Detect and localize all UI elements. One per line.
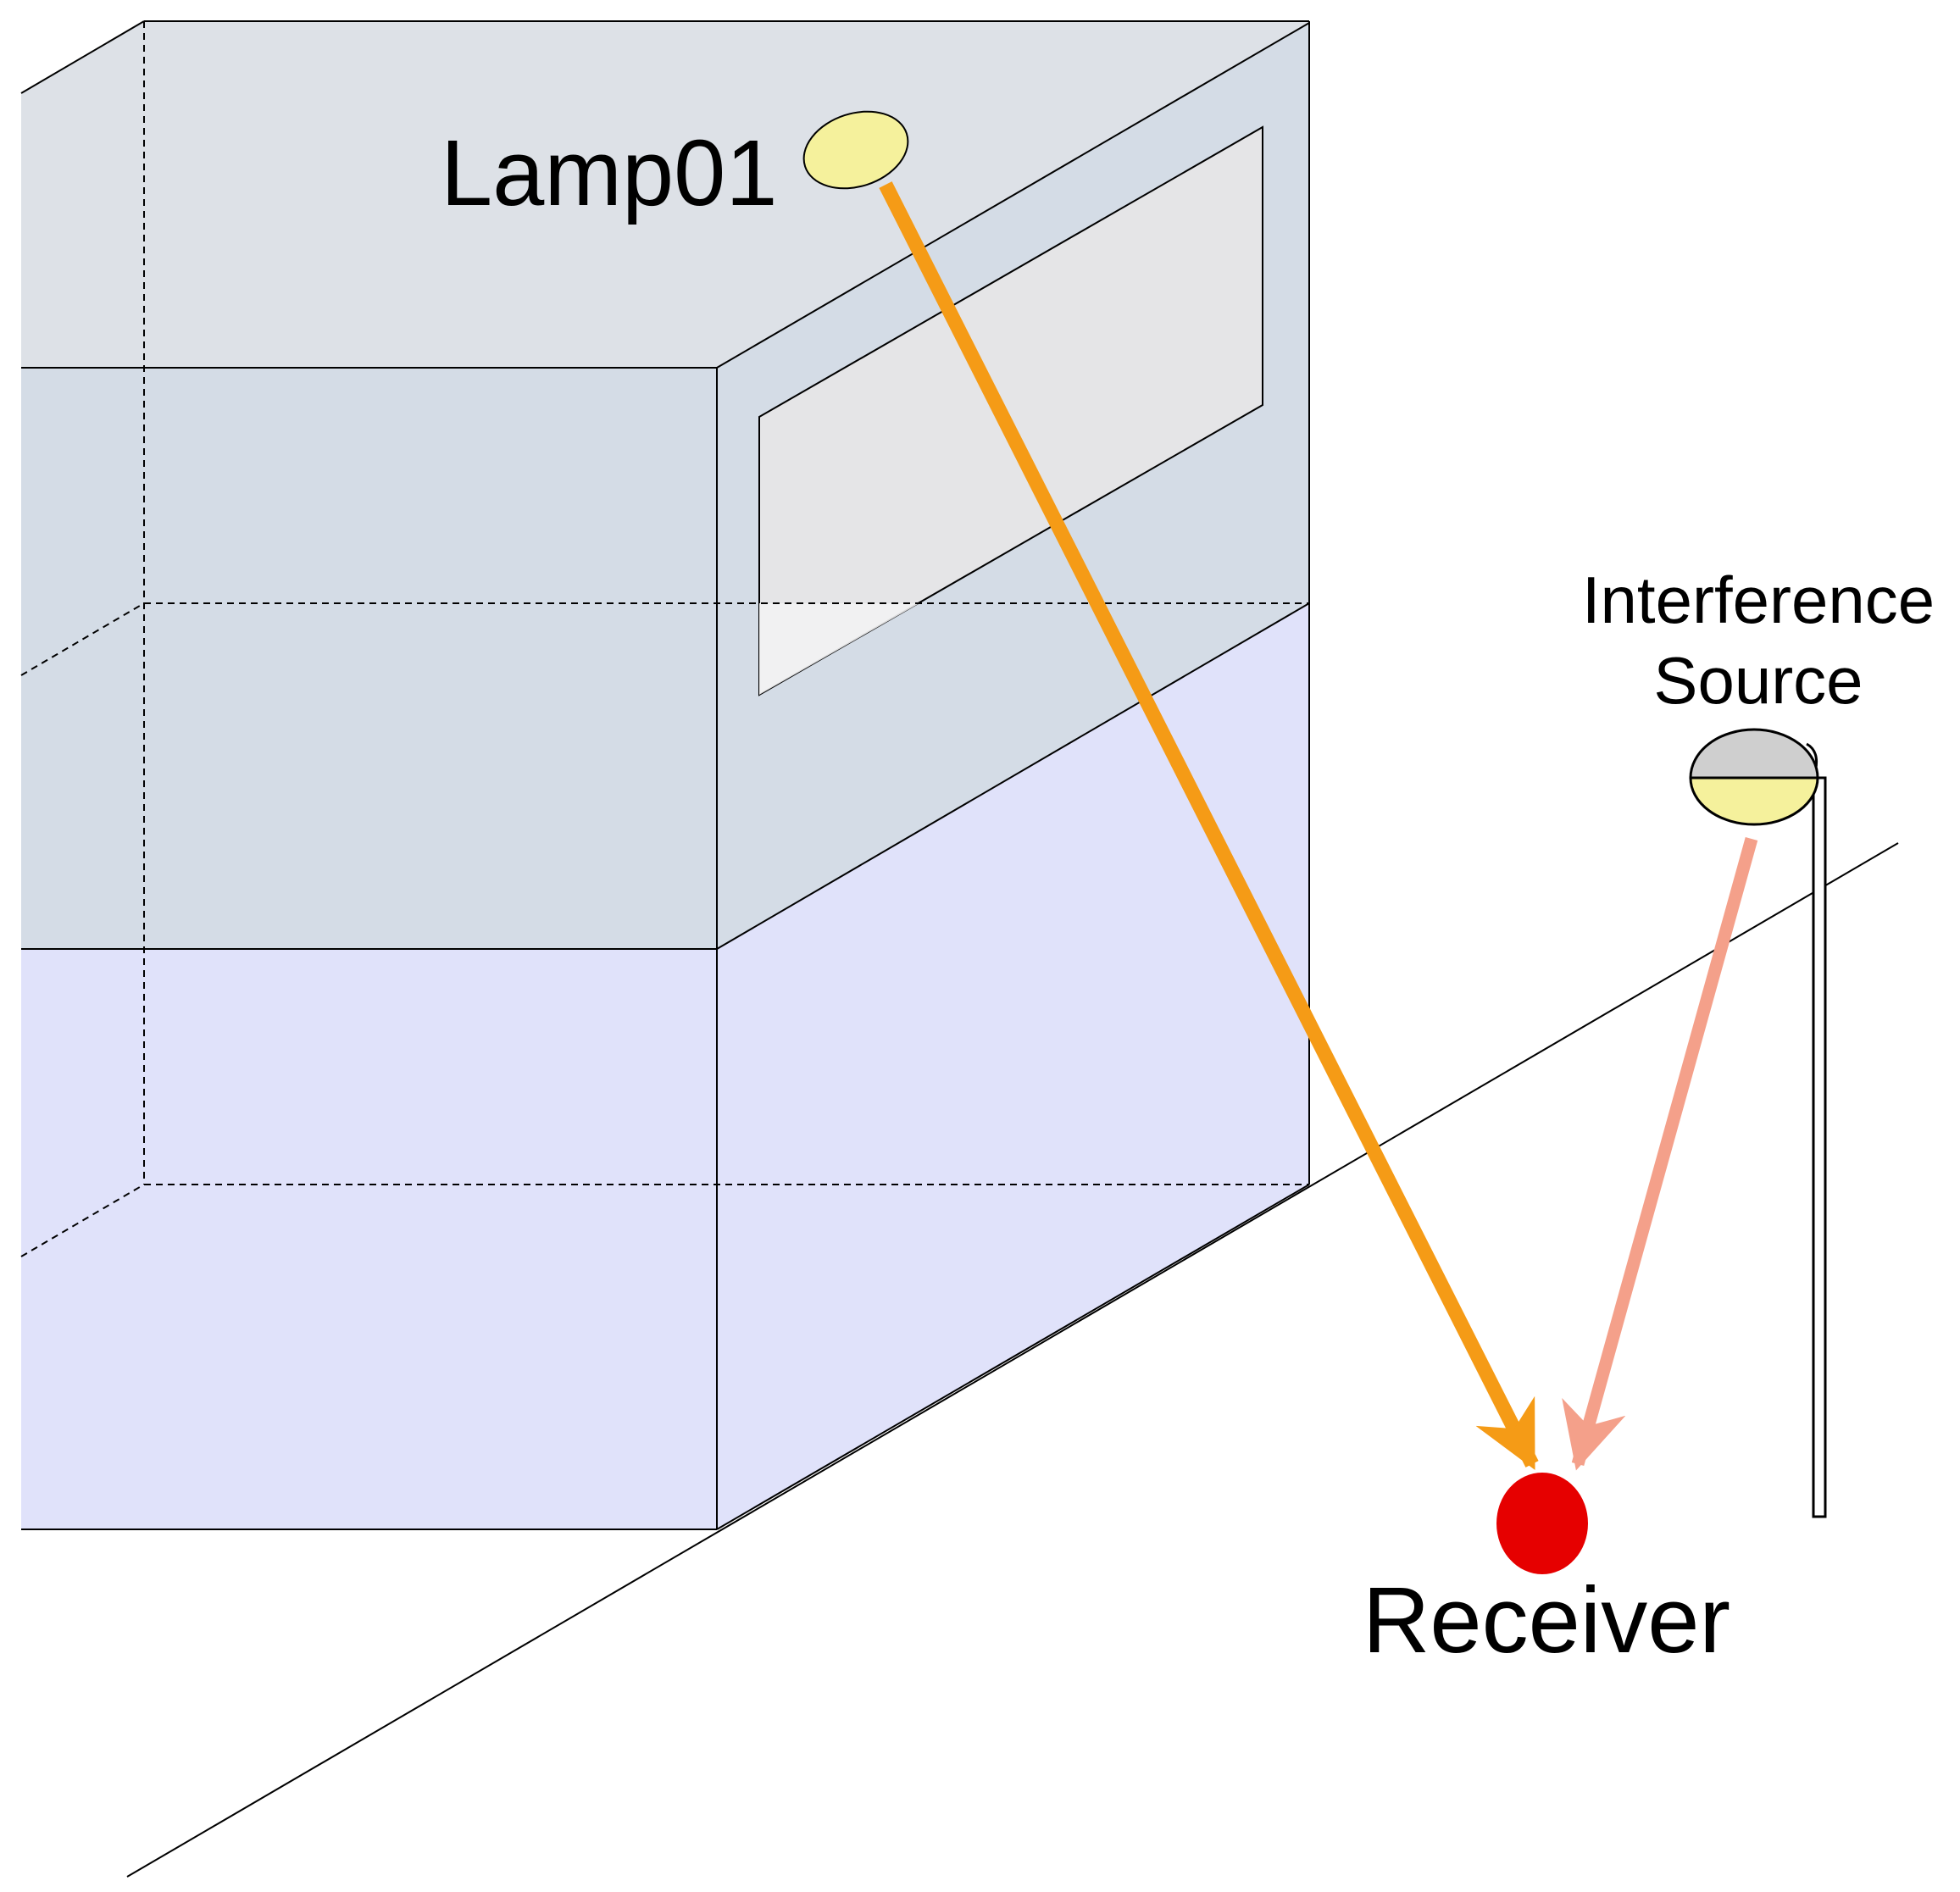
interference-label-line1: Interference: [1582, 563, 1935, 637]
lower-floor-front: [21, 949, 717, 1529]
lamp-label: Lamp01: [441, 121, 778, 225]
ground-line: [126, 842, 1899, 1878]
interference-cap-top: [1689, 728, 1819, 780]
receiver-dot: [1496, 1473, 1588, 1574]
interference-source-lamp: [1689, 728, 1827, 1518]
window-glare: [759, 603, 919, 695]
interference-arrow: [1562, 836, 1758, 1471]
lower-floor-side: [717, 603, 1309, 1529]
receiver-label: Receiver: [1363, 1568, 1730, 1673]
hidden-edges: [20, 21, 1309, 1257]
lamp-pole: [1812, 776, 1827, 1518]
upper-floor-front: [21, 368, 717, 949]
interference-label-line2: Source: [1653, 643, 1863, 718]
lamp01-emitter: [802, 110, 909, 190]
window: [758, 125, 1263, 696]
interference-cap-bottom: [1689, 776, 1819, 826]
lamp-signal-arrow: [879, 181, 1539, 1470]
building-roof: [21, 21, 1309, 368]
building-edges: [20, 20, 1310, 1530]
